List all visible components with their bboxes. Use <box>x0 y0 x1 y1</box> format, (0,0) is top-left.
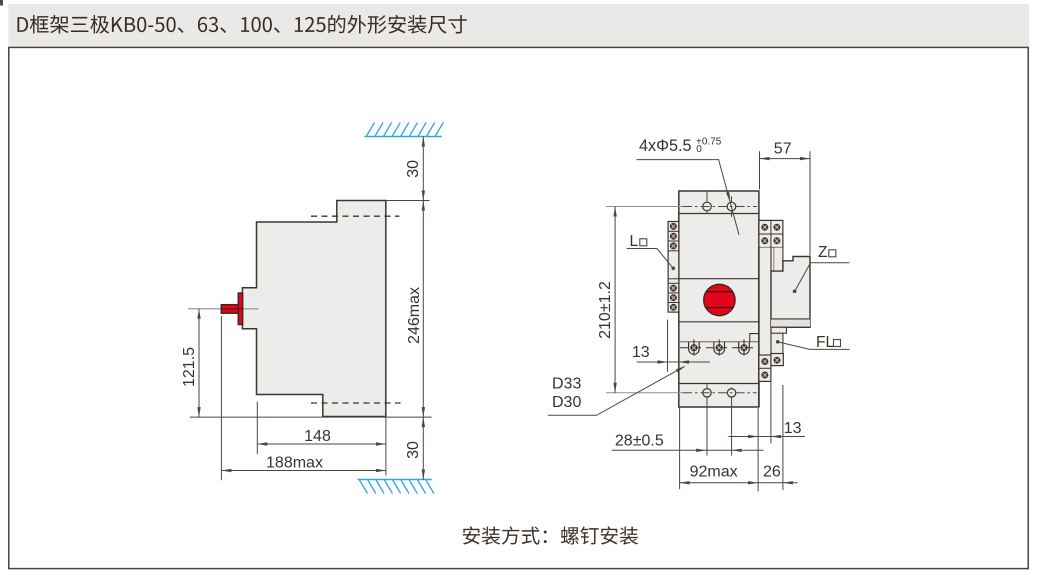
svg-text:148: 148 <box>304 428 331 445</box>
svg-text:246max: 246max <box>406 287 423 344</box>
svg-text:57: 57 <box>774 141 792 158</box>
svg-text:Z: Z <box>818 244 827 261</box>
svg-text:188max: 188max <box>266 455 323 472</box>
svg-text:28±0.5: 28±0.5 <box>615 432 664 449</box>
svg-text:0: 0 <box>696 144 702 155</box>
svg-text:D33: D33 <box>552 376 581 393</box>
svg-text:26: 26 <box>763 463 781 480</box>
svg-text:FL: FL <box>816 334 834 351</box>
svg-text:L: L <box>630 233 639 250</box>
svg-text:210±1.2: 210±1.2 <box>597 281 614 339</box>
svg-text:4xΦ5.5: 4xΦ5.5 <box>639 137 692 155</box>
svg-text:92max: 92max <box>690 463 738 480</box>
svg-text:121.5: 121.5 <box>181 347 198 387</box>
svg-text:30: 30 <box>405 441 422 459</box>
svg-text:30: 30 <box>405 160 422 178</box>
svg-text:13: 13 <box>632 344 650 361</box>
svg-text:+0.75: +0.75 <box>696 136 722 147</box>
svg-text:D30: D30 <box>552 394 581 411</box>
svg-text:13: 13 <box>784 420 802 437</box>
